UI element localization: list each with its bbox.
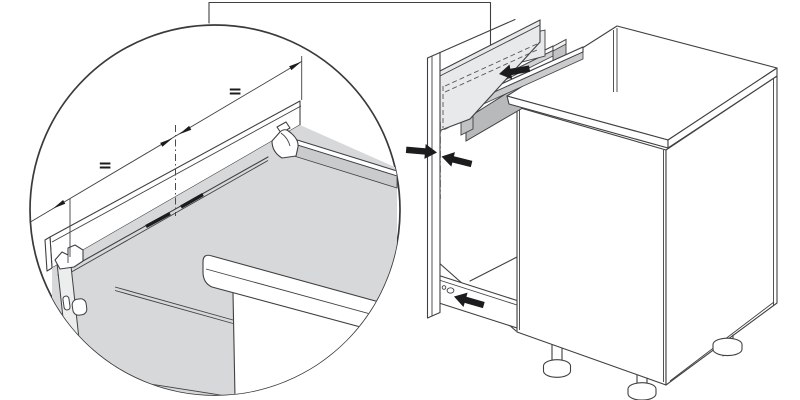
adjustable-foot-back-right: [712, 334, 743, 357]
base-cabinet-with-drawer: [405, 18, 778, 400]
detail-cabinet-rail: [202, 254, 398, 337]
adjustable-foot-front-left: [542, 343, 572, 378]
adjustable-foot-front-right: [627, 374, 657, 400]
dimension-arrowhead-icon: [289, 61, 302, 71]
runner-arrow-left-icon: [454, 292, 485, 309]
squeeze-arrow-right-icon: [405, 143, 437, 159]
squeeze-arrow-left-icon: [441, 152, 473, 168]
pre-drilled-slots: [62, 295, 88, 316]
dimension-arrowhead-icon: [53, 200, 66, 209]
dimension-annotation: = =: [30, 56, 303, 257]
equals-mark-left: =: [98, 156, 112, 176]
cabinet-left-side-edge: [426, 18, 516, 319]
cabinet-front-panel: [516, 106, 667, 386]
detail-right-bracket: [271, 121, 299, 159]
equals-mark-right: =: [228, 82, 242, 102]
cabinet-left-side-top-edge: [439, 18, 516, 54]
magnified-detail-circle: = =: [29, 24, 401, 396]
rail-screw-slot: [446, 287, 455, 294]
cabinet-back-left-edge: [613, 28, 618, 92]
dimension-arrowhead-icon: [160, 138, 173, 147]
drawer-front-panel: [435, 19, 541, 134]
rail-screw-hole: [441, 285, 447, 290]
hidden-edge-dash: [444, 43, 538, 87]
cabinet-interior-floor-edge: [469, 256, 518, 282]
push-arrow-left-icon: [499, 64, 531, 80]
hidden-edge-dash: [444, 49, 538, 93]
dimension-arrowhead-icon: [179, 125, 192, 135]
drawer-back-bracket-cap: [552, 38, 567, 52]
marking-tick-icon: [145, 193, 204, 228]
